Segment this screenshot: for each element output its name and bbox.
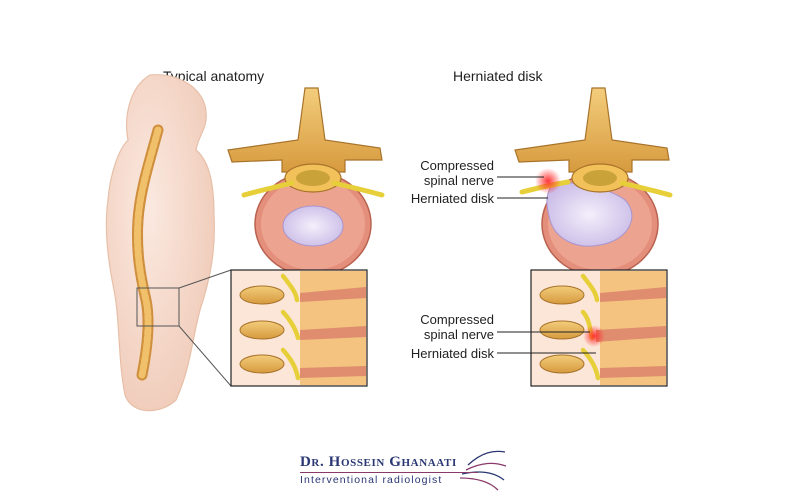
inflammation-bottom bbox=[583, 325, 605, 347]
herniated-disk-heading: Herniated disk bbox=[453, 68, 543, 84]
callout-compressed-nerve-top: Compressed spinal nerve bbox=[420, 158, 494, 188]
zoom-indicator bbox=[136, 269, 232, 387]
callout-herniated-disk-top: Herniated disk bbox=[410, 191, 494, 206]
inset-herniated bbox=[530, 269, 668, 387]
typical-anatomy-heading: Typical anatomy bbox=[163, 68, 265, 84]
leader-lines bbox=[497, 176, 596, 354]
body-silhouette bbox=[105, 74, 215, 412]
vertebra-herniated bbox=[514, 87, 673, 277]
inflammation-top bbox=[535, 168, 561, 194]
spine-column bbox=[131, 124, 164, 381]
logo-divider bbox=[300, 472, 478, 473]
logo-swoosh-icon bbox=[459, 450, 507, 491]
callout-herniated-disk-bottom: Herniated disk bbox=[410, 346, 494, 361]
inset-typical bbox=[230, 269, 368, 387]
vertebra-typical bbox=[227, 87, 385, 277]
logo-subtitle: Interventional radiologist bbox=[300, 474, 443, 486]
callout-compressed-nerve-bottom: Compressed spinal nerve bbox=[420, 312, 494, 342]
logo: Dr. Hossein Ghanaati Interventional radi… bbox=[290, 452, 520, 494]
logo-name: Dr. Hossein Ghanaati bbox=[300, 454, 457, 470]
